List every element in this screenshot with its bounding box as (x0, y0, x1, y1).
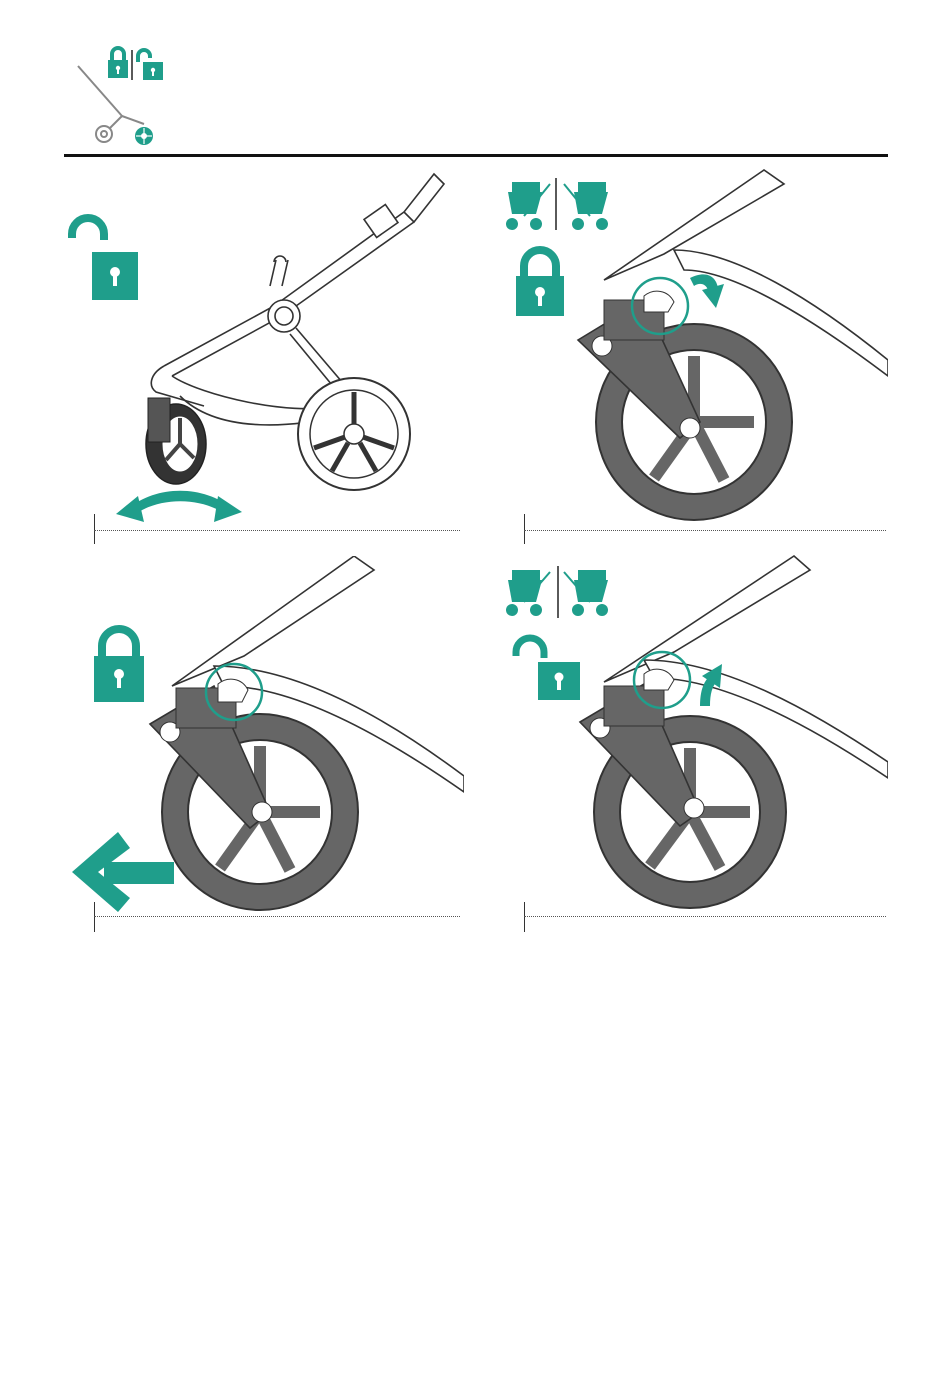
step-1-illustration (64, 166, 464, 550)
header-front-wheel-lock-icon (72, 44, 172, 156)
front-wheel (146, 398, 206, 484)
step-2-illustration (494, 160, 888, 550)
parent-facing-stroller-icon (506, 182, 550, 230)
step-1-marker (94, 514, 95, 544)
lock-open-icon (138, 50, 163, 80)
step-3-baseline (94, 916, 460, 917)
rear-wheel (298, 378, 410, 490)
lock-closed-icon (108, 48, 128, 78)
step-2-marker (524, 514, 525, 544)
lock-closed-icon (94, 629, 144, 702)
down-arrow-icon (690, 274, 724, 308)
step-3-illustration (64, 556, 464, 940)
lock-open-icon (72, 218, 138, 300)
step-2-baseline (524, 530, 886, 531)
left-arrow-icon (72, 832, 174, 912)
step-4-baseline (524, 916, 886, 917)
world-facing-stroller-icon (564, 182, 608, 230)
step-1-baseline (94, 530, 460, 531)
step-3-marker (94, 902, 95, 932)
step-4-illustration (494, 552, 888, 940)
header-divider (64, 154, 888, 157)
stroller-frame (151, 174, 444, 425)
lock-closed-icon (516, 250, 564, 316)
lock-open-icon (516, 638, 580, 700)
swivel-arrow-icon (116, 491, 242, 522)
world-facing-stroller-icon (564, 570, 608, 616)
step-4-marker (524, 902, 525, 932)
front-wheel-highlight-icon (135, 127, 153, 145)
parent-facing-stroller-icon (506, 570, 550, 616)
